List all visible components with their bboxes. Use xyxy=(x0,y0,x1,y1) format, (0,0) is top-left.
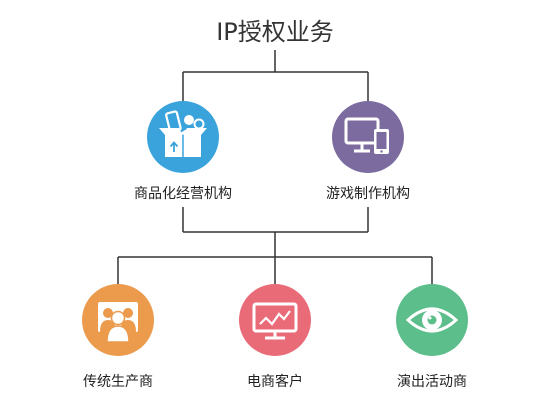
person-center-head xyxy=(110,310,126,326)
person-left-head xyxy=(103,308,113,318)
connectors-bottom xyxy=(117,207,433,284)
person-center-body xyxy=(106,325,130,343)
node-label: 传统生产商 xyxy=(83,374,153,390)
eye-outline xyxy=(405,307,459,333)
box-products-icon xyxy=(159,110,207,157)
eye-highlight xyxy=(428,316,432,320)
node-label: 电商客户 xyxy=(247,373,303,390)
node-traditional-manufacturer: 传统生产商 xyxy=(82,284,154,390)
node-circle xyxy=(332,101,404,173)
phone-button xyxy=(380,150,383,153)
box-arrow xyxy=(169,141,179,152)
phone-screen xyxy=(376,132,387,149)
node-label: 演出活动商 xyxy=(397,374,467,390)
eye-icon xyxy=(405,307,459,333)
node-merchandising: 商品化经营机构 xyxy=(134,101,232,202)
monitor-chart-icon xyxy=(252,302,298,340)
chart-line-shape xyxy=(259,310,291,326)
connectors-top xyxy=(182,50,369,101)
monitor-phone-icon xyxy=(344,117,389,154)
box-flap-right xyxy=(183,128,207,135)
diagram-title: IP授权业务 xyxy=(216,18,334,46)
node-label: 商品化经营机构 xyxy=(134,186,232,202)
eye-pupil xyxy=(427,315,437,325)
person-head-shape xyxy=(184,115,194,125)
node-ecommerce-client: 电商客户 xyxy=(239,284,311,390)
node-label: 游戏制作机构 xyxy=(326,186,410,202)
people-group-icon xyxy=(98,302,138,343)
person-right-head xyxy=(123,308,133,318)
node-event-organizer: 演出活动商 xyxy=(396,284,468,390)
node-game-studio: 游戏制作机构 xyxy=(326,101,410,202)
box-flap-left xyxy=(159,128,183,135)
